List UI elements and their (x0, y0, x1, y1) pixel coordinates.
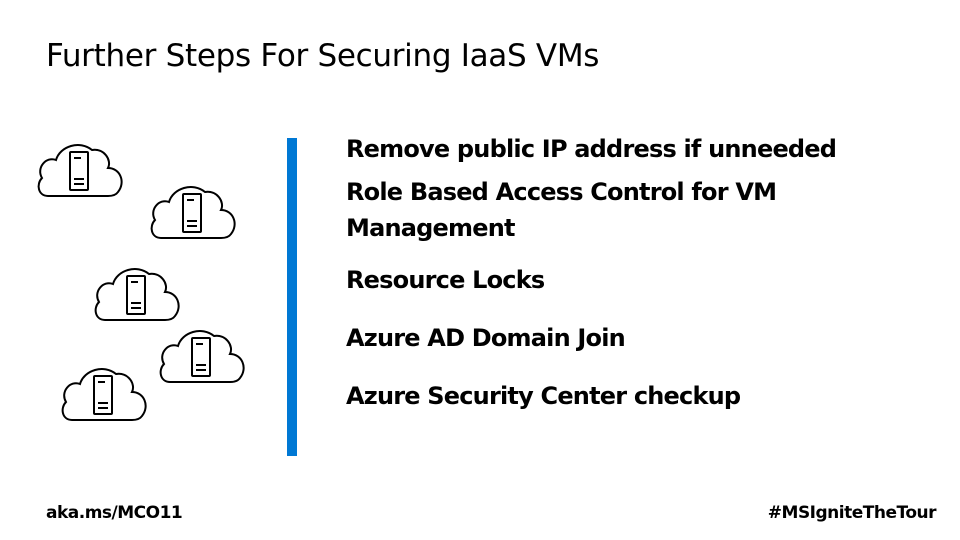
cloud-server-icon (159, 330, 245, 383)
bullet-rbac-line-2: Management (346, 214, 515, 242)
cloud-server-icon (94, 268, 180, 321)
accent-divider-bar (287, 138, 297, 456)
bullet-security-center: Azure Security Center checkup (346, 382, 741, 410)
bullet-rbac-line-1: Role Based Access Control for VM (346, 178, 777, 206)
cloud-server-icon (61, 368, 147, 421)
bullet-resource-locks: Resource Locks (346, 266, 545, 294)
bullet-remove-public-ip: Remove public IP address if unneeded (346, 135, 837, 163)
footer-link[interactable]: aka.ms/MCO11 (46, 503, 183, 523)
cloud-server-icon (37, 144, 123, 197)
cloud-server-icon (150, 186, 236, 239)
bullet-azure-ad-join: Azure AD Domain Join (346, 324, 626, 352)
footer-hashtag: #MSIgniteTheTour (767, 503, 937, 523)
slide-title: Further Steps For Securing IaaS VMs (46, 38, 600, 74)
